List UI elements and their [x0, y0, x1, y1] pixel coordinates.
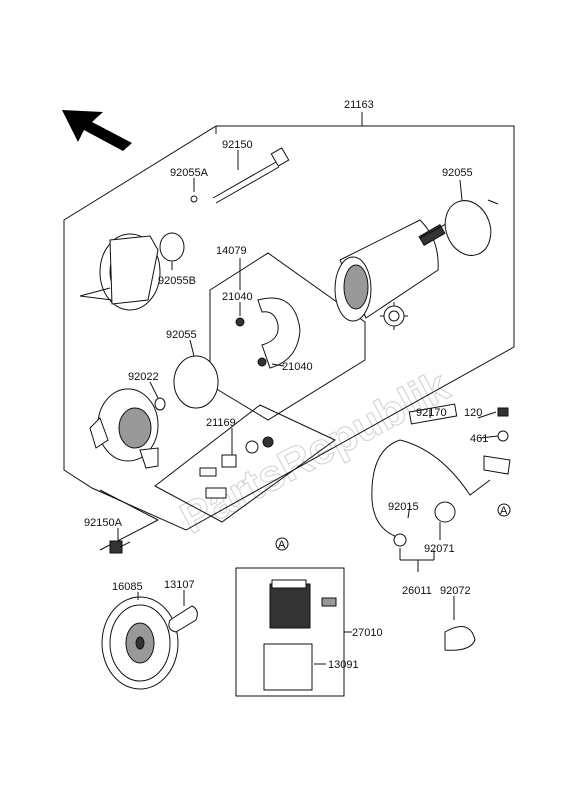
label-13091: 13091 [328, 659, 359, 671]
motor-yoke [334, 219, 447, 322]
label-92055-mid: 92055 [166, 329, 197, 341]
starter-cable [371, 403, 511, 547]
label-92071: 92071 [424, 543, 455, 555]
label-92055-right: 92055 [442, 167, 473, 179]
label-461: 461 [470, 433, 488, 445]
assembly-outline [63, 125, 515, 531]
label-92055B: 92055B [158, 275, 196, 287]
svg-text:A: A [278, 539, 286, 551]
label-92170: 92170 [416, 407, 447, 419]
ref-a-relay: A [275, 537, 289, 551]
direction-arrow-icon [62, 110, 132, 151]
label-92150A: 92150A [84, 517, 123, 529]
label-92072: 92072 [440, 585, 471, 597]
through-bolt [212, 147, 290, 204]
label-14079: 14079 [216, 245, 247, 257]
brush-kit-frame [154, 404, 336, 523]
label-21163: 21163 [344, 99, 374, 111]
label-26011: 26011 [402, 585, 432, 597]
starter-gear [101, 596, 179, 690]
ref-a-cable: A [497, 503, 511, 517]
label-27010: 27010 [352, 627, 383, 639]
svg-text:A: A [500, 505, 508, 517]
label-21169: 21169 [206, 417, 236, 429]
idle-shaft [168, 605, 198, 633]
label-16085: 16085 [112, 581, 143, 593]
brush-plate [235, 297, 301, 369]
label-92022: 92022 [128, 371, 159, 383]
end-cover [79, 233, 161, 311]
label-13107: 13107 [164, 579, 195, 591]
label-92015: 92015 [388, 501, 419, 513]
starter-relay [263, 579, 337, 691]
mount-bolt [109, 540, 131, 554]
front-bracket [89, 388, 159, 469]
cable-band [444, 626, 476, 651]
label-21040-a: 21040 [222, 291, 253, 303]
brush-kit-parts [199, 436, 274, 499]
label-92055A: 92055A [170, 167, 209, 179]
gear-icon [380, 302, 408, 330]
label-92150: 92150 [222, 139, 253, 151]
label-120: 120 [464, 407, 482, 419]
label-21040-b: 21040 [282, 361, 313, 373]
